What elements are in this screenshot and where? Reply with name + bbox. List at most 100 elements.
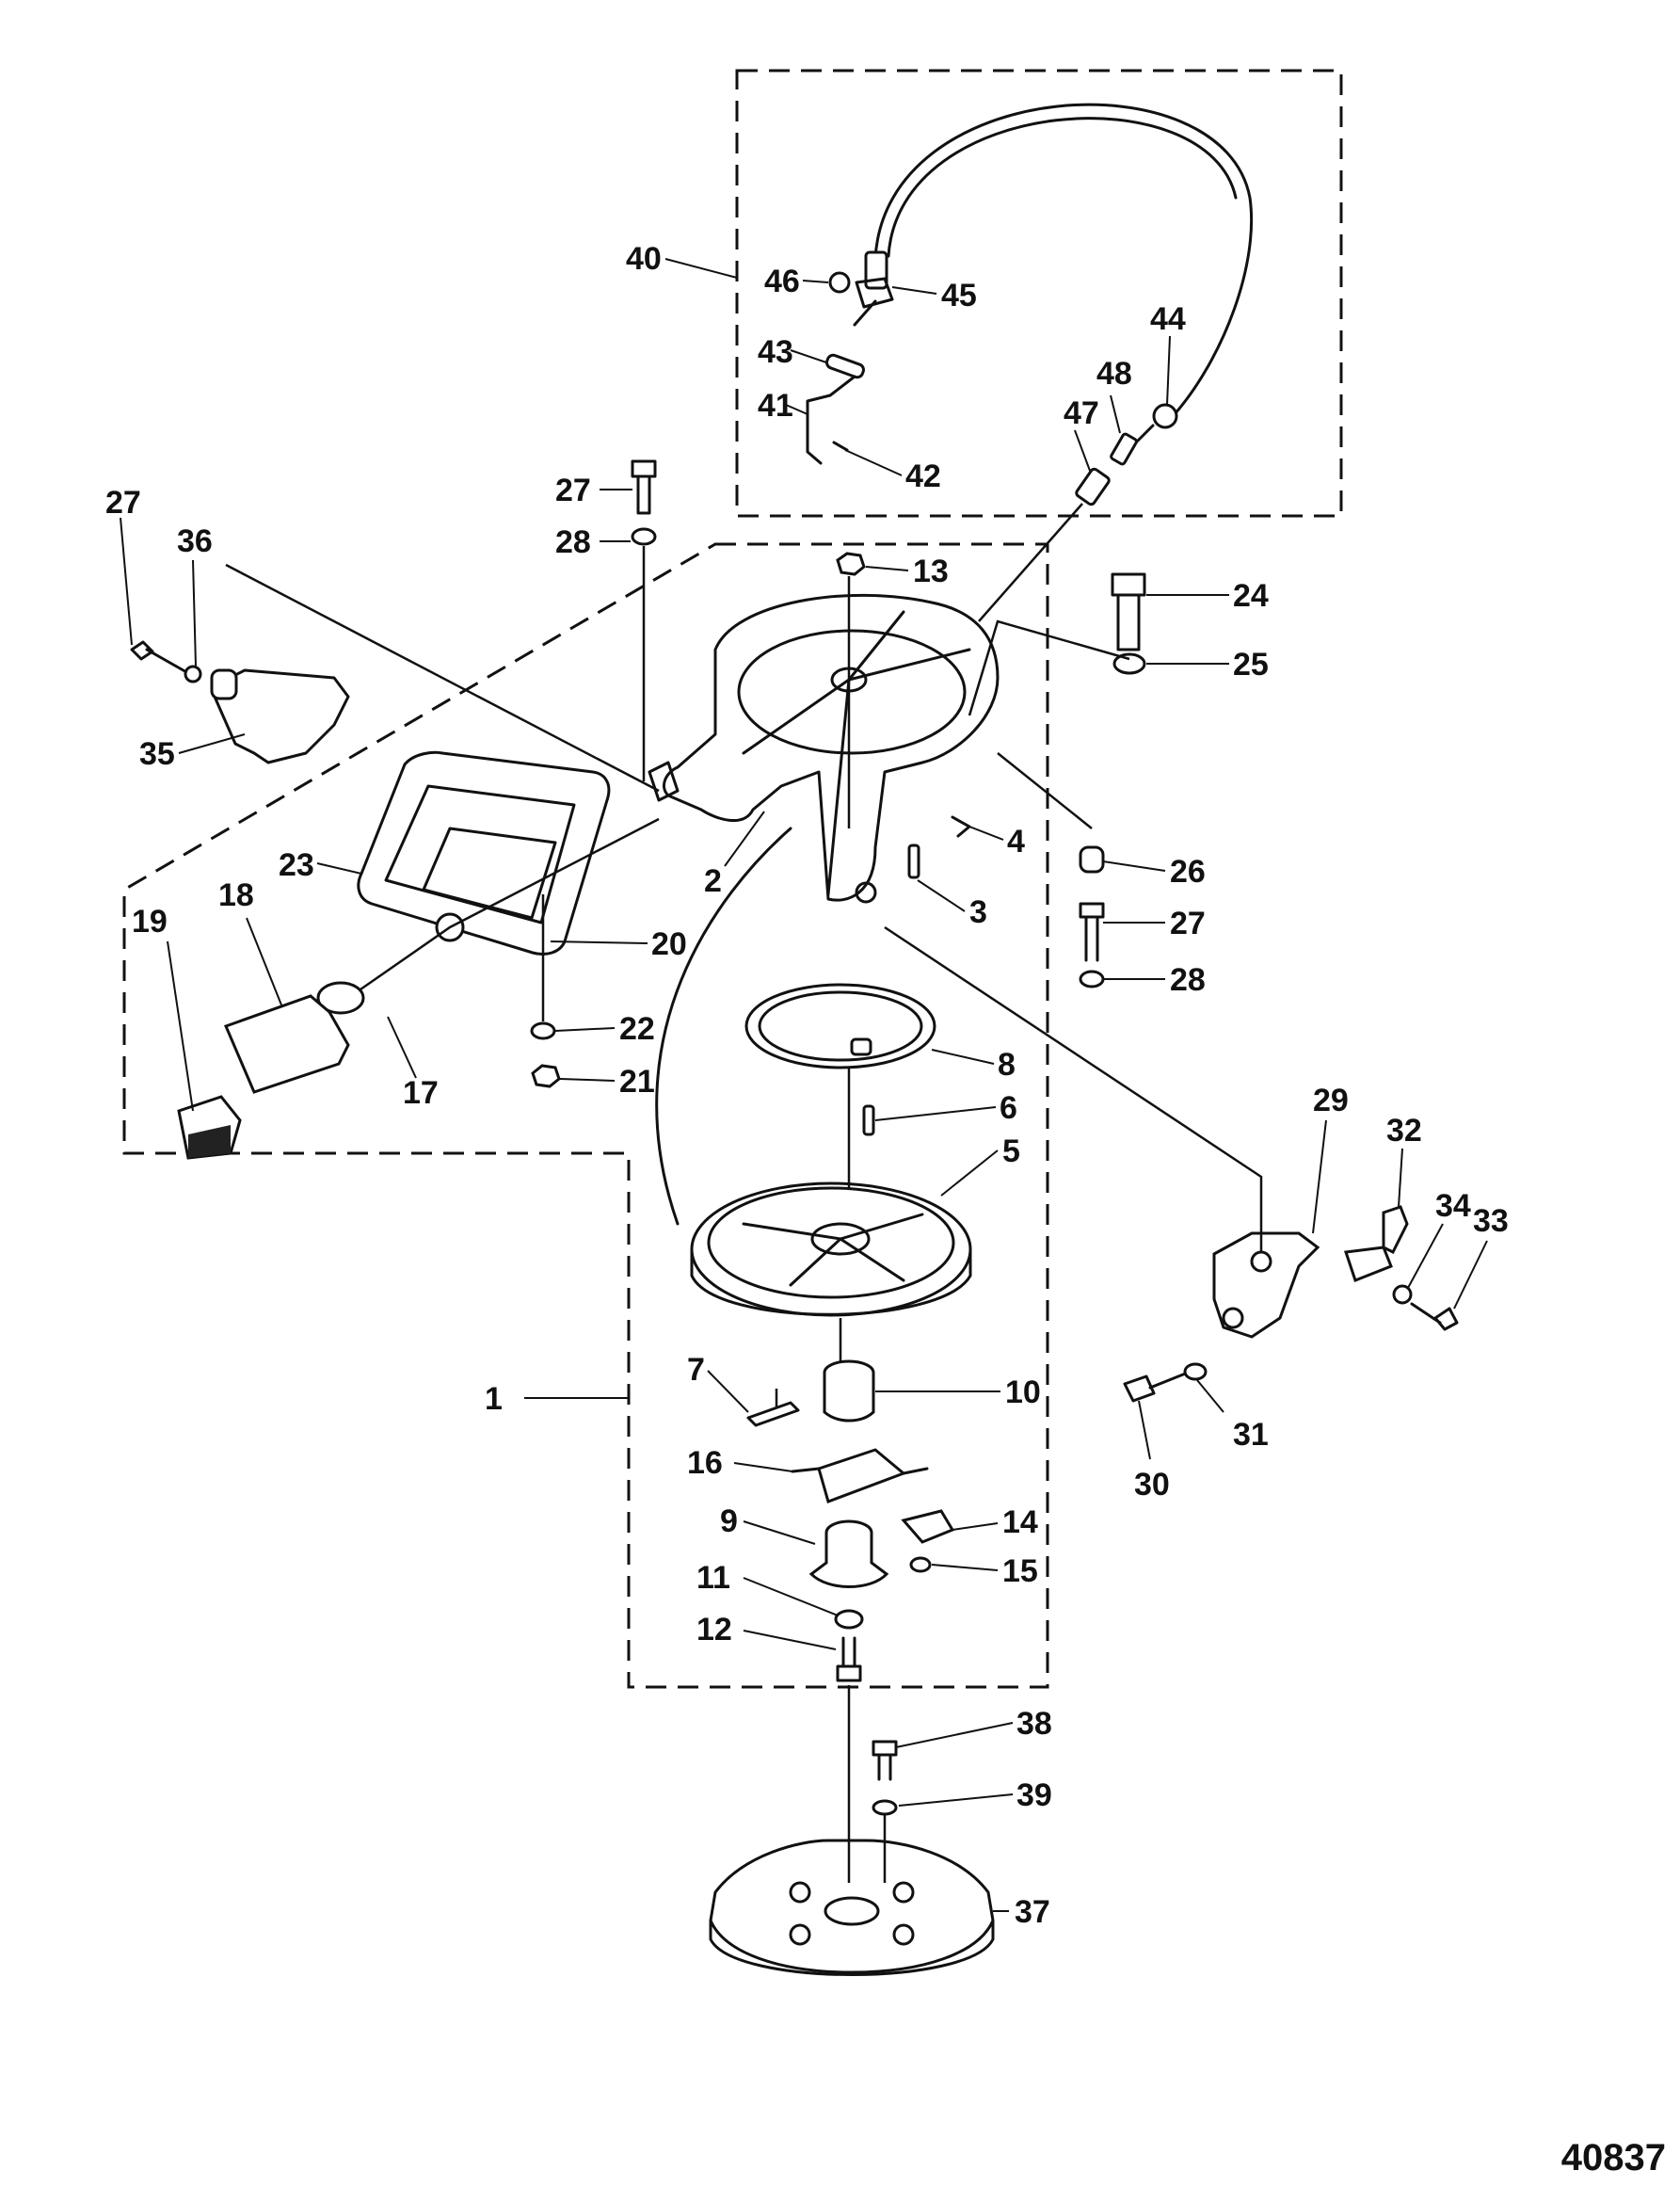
part-48-spring [1110, 432, 1138, 466]
leader-32 [1398, 1148, 1403, 1208]
callout-28-right: 28 [1170, 962, 1206, 998]
callout-45: 45 [941, 278, 977, 313]
part-4-clip [951, 815, 971, 838]
part-20-bracket [422, 827, 557, 920]
callout-41: 41 [758, 388, 793, 424]
part-11-washer [834, 1609, 864, 1630]
leader-31 [1196, 1379, 1224, 1413]
callout-14: 14 [1002, 1504, 1038, 1540]
part-42-cotter [832, 441, 849, 452]
part-6-pin [862, 1104, 875, 1136]
part-36-washer [184, 665, 202, 683]
leader-39 [898, 1793, 1014, 1807]
part-29-hole-bottom [1222, 1307, 1244, 1329]
callout-5: 5 [1002, 1133, 1020, 1169]
callout-40: 40 [626, 241, 662, 277]
callout-16: 16 [687, 1445, 723, 1481]
part-28-washer-right [1079, 970, 1105, 989]
leader-13 [865, 566, 909, 571]
part-26-bushing [1079, 845, 1105, 874]
shift-lever-bracket [853, 277, 894, 327]
callout-39: 39 [1016, 1777, 1052, 1813]
callout-3: 3 [969, 894, 987, 930]
bracket-29-leader [884, 925, 1263, 1252]
part-39-washer [872, 1799, 898, 1816]
remote-cable [873, 103, 1254, 416]
callout-44: 44 [1150, 301, 1186, 337]
part-21-screw [531, 1064, 561, 1088]
leader-33 [1453, 1240, 1488, 1310]
rope-line [347, 817, 660, 1000]
leader-36 [192, 559, 197, 667]
bolt-24-axis [968, 619, 1130, 716]
leader-11 [743, 1577, 839, 1616]
callout-37: 37 [1015, 1894, 1050, 1930]
callout-18: 18 [218, 877, 254, 913]
starter-rope-loop [655, 827, 792, 1226]
part-37-hole-c [789, 1923, 811, 1946]
callout-28-top: 28 [555, 524, 591, 560]
part-16-spring-wire [791, 1467, 929, 1475]
leader-14 [952, 1522, 999, 1531]
part-34-washer [1392, 1284, 1413, 1305]
part-27-bolt-top [631, 459, 657, 515]
callout-30: 30 [1134, 1467, 1170, 1503]
part-3-pin [907, 844, 920, 879]
part-14-pawl [901, 1509, 955, 1544]
part-8-recoil-spring-inner [758, 990, 923, 1062]
callout-43: 43 [758, 334, 793, 370]
leader-38 [895, 1722, 1014, 1748]
leader-3 [917, 879, 966, 912]
leader-47 [1074, 429, 1091, 472]
remote-cable-inner [887, 117, 1238, 258]
callout-13: 13 [913, 554, 949, 589]
leader-42 [844, 449, 903, 476]
housing-mount-ear-left [648, 761, 680, 802]
callout-29: 29 [1313, 1083, 1349, 1118]
leader-15 [931, 1564, 999, 1571]
leader-29 [1312, 1119, 1327, 1234]
part-41-link-rod [806, 375, 856, 465]
leader-6 [874, 1106, 997, 1121]
leader-44 [1166, 335, 1171, 406]
part-15-retainer [909, 1556, 932, 1573]
drawing-number: 40837 [1561, 2137, 1666, 2178]
cable-routing-line [978, 503, 1083, 622]
part-47-connector [1075, 467, 1111, 506]
leader-16 [733, 1462, 793, 1472]
callout-46: 46 [764, 264, 800, 299]
leader-21 [559, 1078, 616, 1082]
callout-38: 38 [1016, 1706, 1052, 1742]
part-43-pin [825, 353, 865, 379]
part-19-anchor-shadow [188, 1125, 231, 1158]
callout-27-right: 27 [1170, 906, 1206, 941]
housing-mount-hole [855, 881, 877, 904]
part-30-bolt [1123, 1371, 1190, 1403]
callout-31: 31 [1233, 1417, 1269, 1453]
part-22-washer [530, 1021, 556, 1040]
callout-6: 6 [1000, 1090, 1017, 1126]
part-38-bolt [872, 1740, 898, 1781]
callout-32: 32 [1386, 1113, 1422, 1149]
part-7-pawl-pin [746, 1401, 800, 1427]
part-31-washer [1183, 1362, 1208, 1381]
leader-30 [1138, 1400, 1151, 1460]
leader-19 [167, 940, 194, 1112]
part-37-center-hole [824, 1896, 880, 1926]
part-37-hole-a [789, 1881, 811, 1904]
part-28-washer-top [631, 527, 657, 546]
part-10-spring-body [823, 1373, 875, 1423]
callout-17: 17 [403, 1075, 439, 1111]
callout-19: 19 [132, 904, 168, 940]
callout-27-left: 27 [105, 485, 141, 521]
leader-41 [785, 404, 808, 415]
leader-45 [891, 286, 937, 295]
leader-7 [707, 1370, 749, 1413]
part-9-bushing-body [808, 1533, 889, 1588]
leader-46 [802, 280, 829, 283]
callout-20: 20 [651, 926, 687, 962]
part-5-pulley-side [690, 1247, 972, 1316]
callout-25: 25 [1233, 647, 1269, 683]
leader-23 [316, 862, 362, 875]
